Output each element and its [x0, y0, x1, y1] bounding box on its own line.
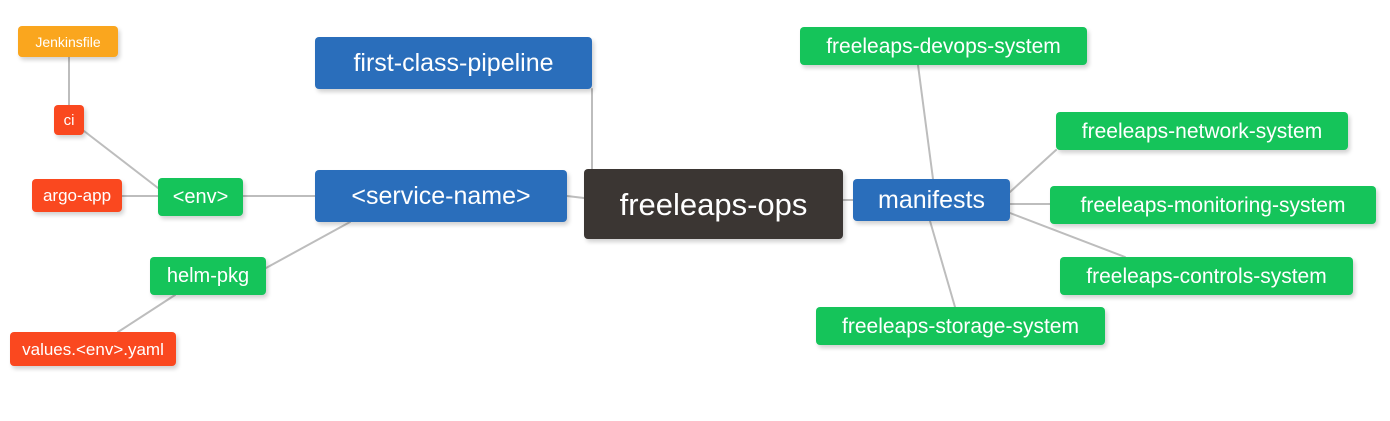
- mindmap-node-service-name[interactable]: <service-name>: [315, 170, 567, 222]
- mindmap-node-helm-pkg[interactable]: helm-pkg: [150, 257, 266, 295]
- mindmap-node-jenkinsfile[interactable]: Jenkinsfile: [18, 26, 118, 57]
- mindmap-node-freeleaps-monitoring-system[interactable]: freeleaps-monitoring-system: [1050, 186, 1376, 224]
- mindmap-node-label: <service-name>: [351, 181, 531, 210]
- mindmap-node-label: Jenkinsfile: [35, 33, 101, 50]
- mindmap-node-freeleaps-controls-system[interactable]: freeleaps-controls-system: [1060, 257, 1353, 295]
- mindmap-node-label: freeleaps-devops-system: [826, 34, 1061, 58]
- mindmap-node-values-env-yaml[interactable]: values.<env>.yaml: [10, 332, 176, 366]
- mindmap-node-label: argo-app: [42, 186, 112, 205]
- mindmap-node-label: <env>: [172, 186, 229, 208]
- mindmap-node-label: manifests: [878, 185, 985, 214]
- mindmap-node-ci[interactable]: ci: [54, 105, 84, 135]
- mindmap-node-freeleaps-network-system[interactable]: freeleaps-network-system: [1056, 112, 1348, 150]
- mindmap-node-freeleaps-storage-system[interactable]: freeleaps-storage-system: [816, 307, 1105, 345]
- mindmap-node-freeleaps-devops-system[interactable]: freeleaps-devops-system: [800, 27, 1087, 65]
- mindmap-node-label: helm-pkg: [166, 265, 250, 287]
- mindmap-node-label: freeleaps-network-system: [1081, 119, 1323, 143]
- mindmap-node-label: values.<env>.yaml: [22, 339, 164, 359]
- mindmap-node-env[interactable]: <env>: [158, 178, 243, 216]
- edge-manifests-network: [1009, 149, 1057, 193]
- mindmap-node-label: freeleaps-ops: [619, 186, 808, 222]
- mindmap-node-freeleaps-ops[interactable]: freeleaps-ops: [584, 169, 843, 239]
- edge-helm-values: [117, 294, 176, 333]
- edge-manifests-devops: [917, 64, 934, 180]
- mindmap-node-first-class-pipeline[interactable]: first-class-pipeline: [315, 37, 592, 89]
- mindmap-node-argo-app[interactable]: argo-app: [32, 179, 122, 212]
- edge-ops-service: [566, 195, 585, 199]
- mindmap-node-label: freeleaps-monitoring-system: [1080, 193, 1346, 217]
- edge-manifests-storage: [929, 220, 956, 308]
- mindmap-node-manifests[interactable]: manifests: [853, 179, 1010, 221]
- mindmap-node-label: first-class-pipeline: [353, 48, 554, 77]
- mindmap-node-label: freeleaps-controls-system: [1086, 264, 1327, 288]
- mindmap-node-label: ci: [63, 111, 75, 129]
- mindmap-node-label: freeleaps-storage-system: [842, 314, 1079, 338]
- edge-service-helm: [265, 221, 351, 269]
